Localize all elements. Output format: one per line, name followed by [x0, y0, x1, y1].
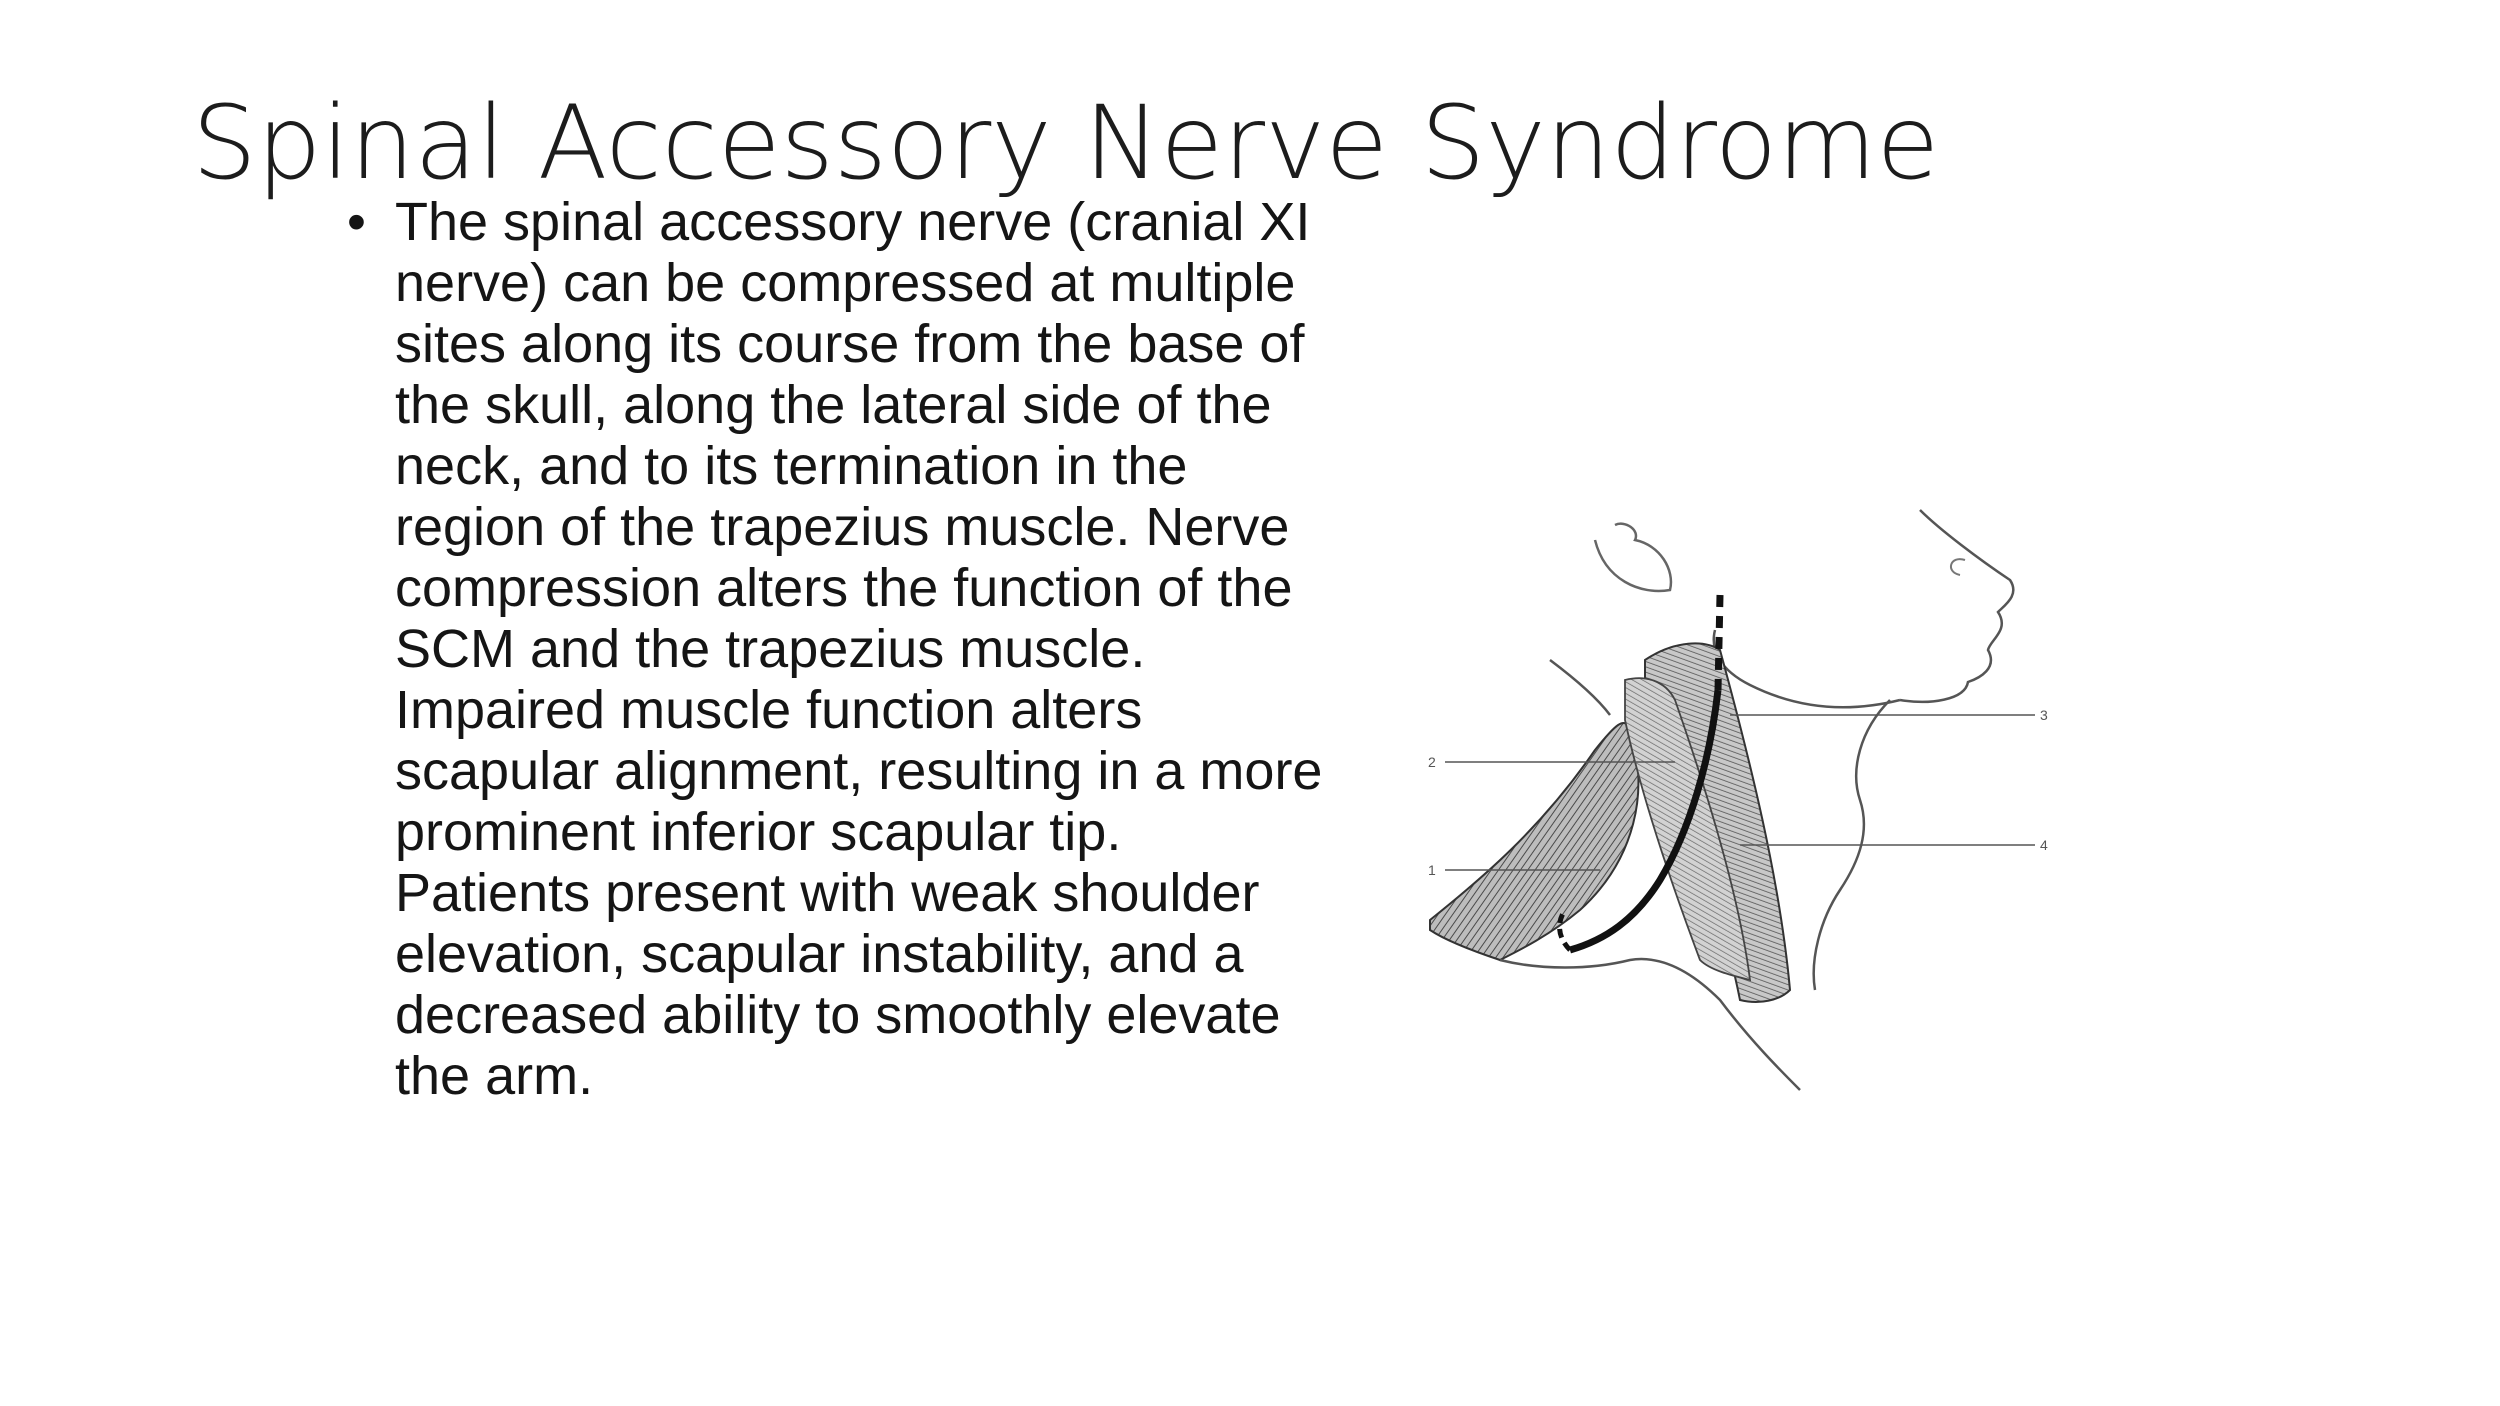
callout-label-3: 3	[2040, 707, 2048, 723]
bullet-text: The spinal accessory nerve (cranial XI n…	[395, 192, 1323, 1106]
trapezius-muscle	[1429, 722, 1640, 962]
neck-anatomy-drawing: 1 2 3 4	[1428, 509, 2048, 1091]
face-profile-outline	[1899, 509, 2015, 704]
shoulder-outline	[1499, 957, 1801, 1091]
neck-anatomy-illustration: 1 2 3 4	[1420, 500, 2060, 1100]
slide-title: Spinal Accessory Nerve Syndrome	[192, 84, 1940, 203]
bullet-item: • The spinal accessory nerve (cranial XI…	[347, 192, 1325, 1107]
bullet-marker: •	[347, 192, 366, 252]
callout-label-2: 2	[1428, 754, 1436, 770]
jaw-line	[1712, 629, 1901, 709]
back-neck-outline	[1549, 659, 1611, 716]
spinal-accessory-nerve	[1569, 689, 1722, 954]
ear-outline	[1593, 522, 1673, 593]
nose-detail	[1950, 558, 1966, 576]
nerve-branch	[1557, 908, 1572, 952]
callout-label-4: 4	[2040, 837, 2048, 853]
bullet-list: • The spinal accessory nerve (cranial XI…	[347, 192, 1325, 1107]
callout-label-1: 1	[1428, 862, 1436, 878]
spinal-accessory-nerve-dashed-segment	[1714, 594, 1724, 691]
